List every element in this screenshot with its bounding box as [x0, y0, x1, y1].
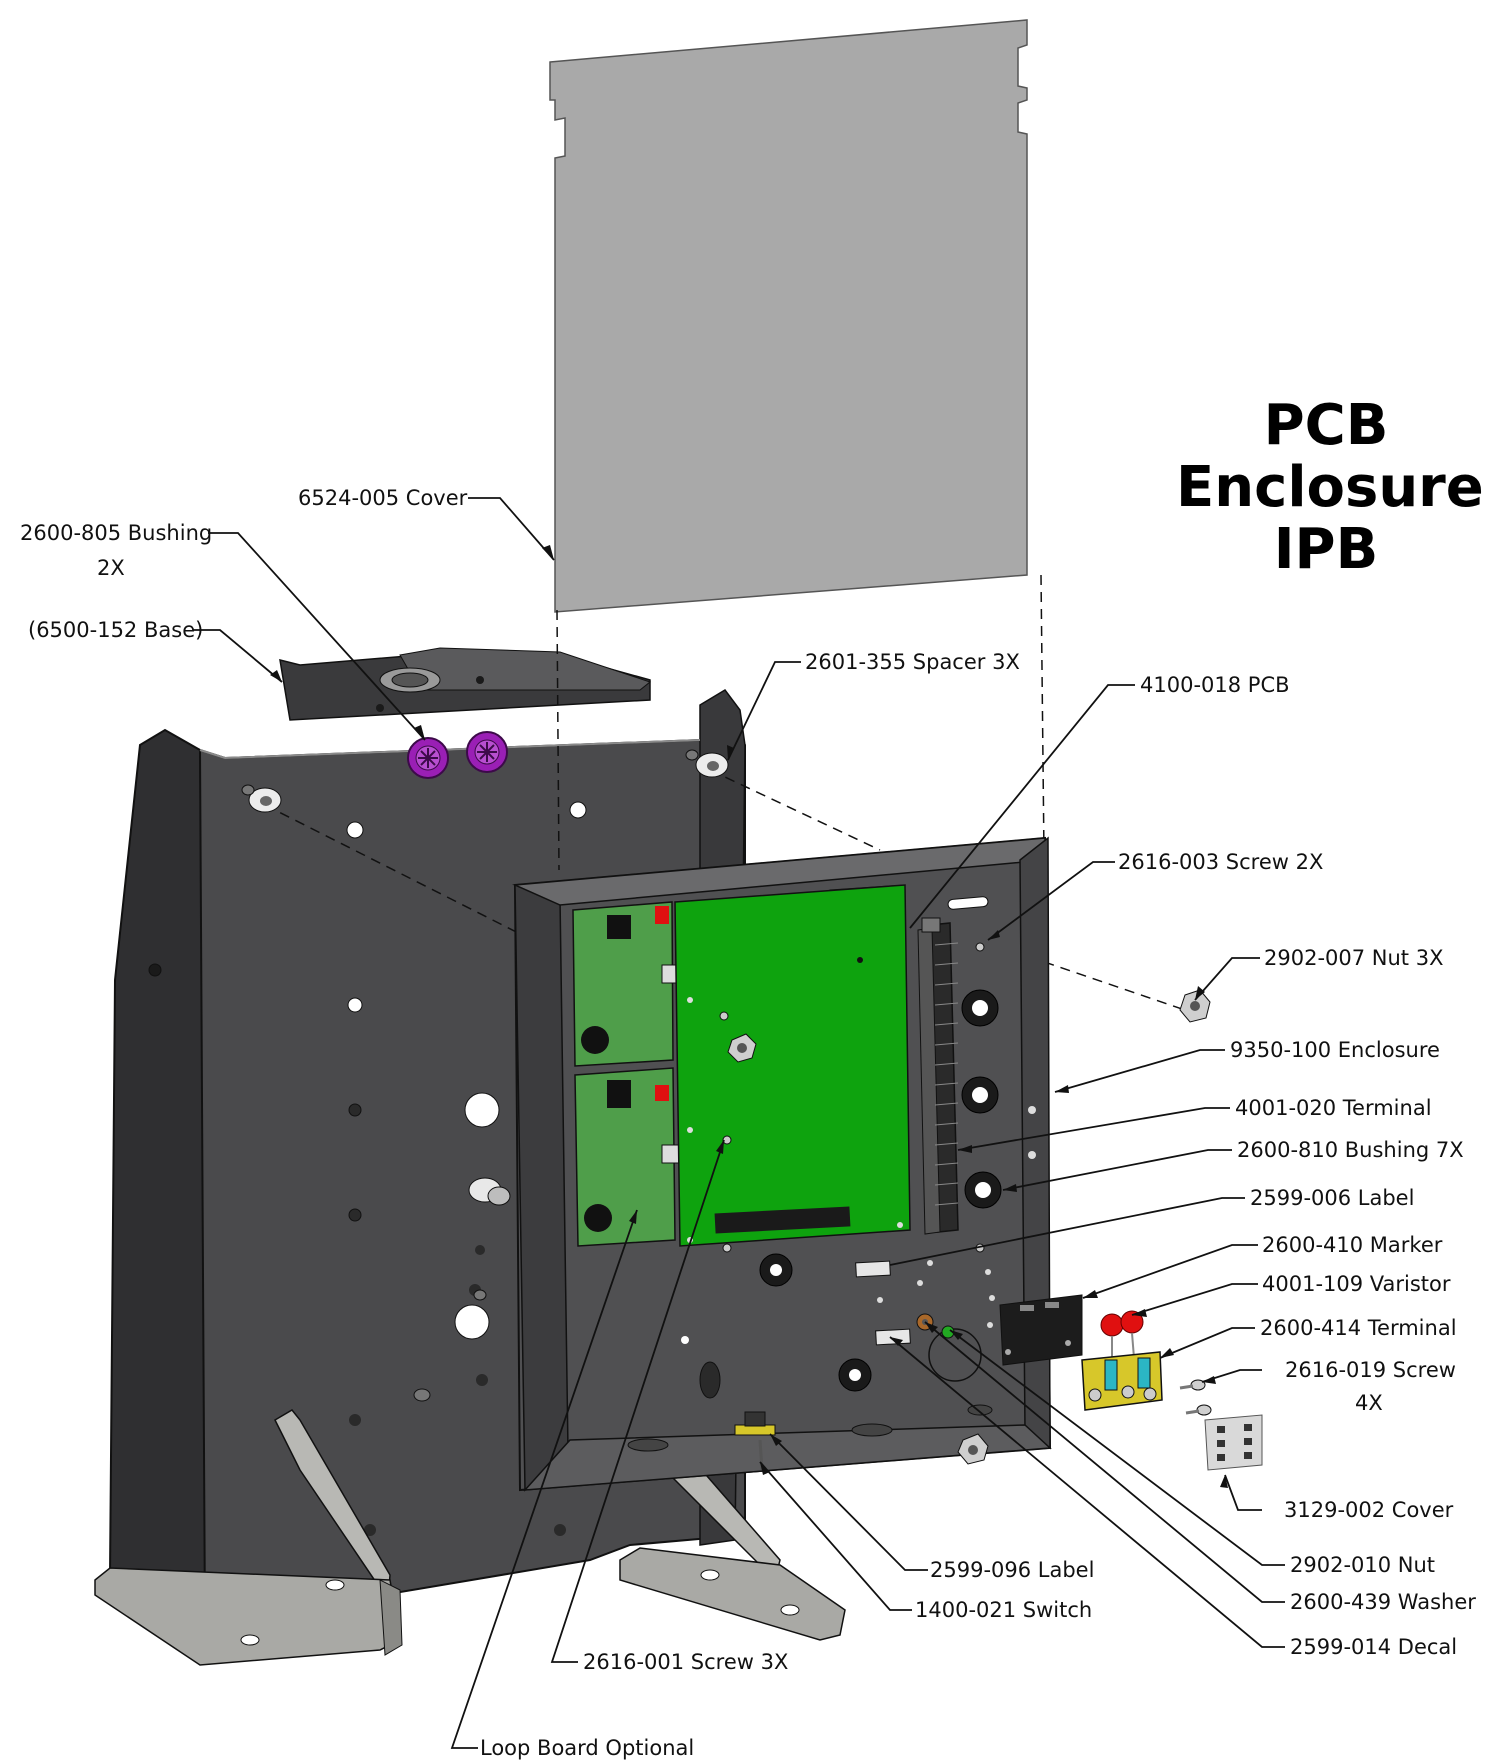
varistors-4001-109 [1100, 1310, 1144, 1359]
callout-screw-2616-019: 2616-019 Screw [1285, 1358, 1456, 1382]
bushings-2600-805 [407, 731, 508, 779]
cover-3129-002 [1204, 1414, 1263, 1471]
callout-screw-2616-019-qty: 4X [1355, 1391, 1383, 1415]
spacers-2601-355 [241, 749, 729, 813]
callout-decal-2599-014: 2599-014 Decal [1290, 1635, 1458, 1659]
callout-label-2599-006: 2599-006 Label [1250, 1186, 1415, 1210]
callout-nut-2902-010: 2902-010 Nut [1290, 1553, 1436, 1577]
callout-label-2599-096: 2599-096 Label [930, 1558, 1095, 1582]
callout-screw-2616-003: 2616-003 Screw 2X [1118, 850, 1324, 874]
callout-bushing-2600-805-qty: 2X [97, 556, 125, 580]
terminal-block-2600-414 [1081, 1351, 1163, 1411]
diagram-title: PCB Enclosure IPB [1176, 393, 1484, 582]
callout-base-6500-152: (6500-152 Base) [28, 618, 204, 642]
callout-spacer-2601-355: 2601-355 Spacer 3X [805, 650, 1020, 674]
callout-screw-2616-001: 2616-001 Screw 3X [583, 1650, 789, 1674]
callout-bushing-2600-805: 2600-805 Bushing [20, 521, 213, 545]
callout-nut-2902-007: 2902-007 Nut 3X [1264, 946, 1444, 970]
callout-loop-board-optional: Loop Board Optional [480, 1736, 695, 1760]
title-line-2: Enclosure [1176, 455, 1484, 520]
callout-enclosure-9350-100: 9350-100 Enclosure [1230, 1038, 1440, 1062]
title-line-3: IPB [1273, 517, 1379, 582]
nuts-2902 [957, 989, 1211, 1465]
callout-marker-2600-410: 2600-410 Marker [1262, 1233, 1443, 1257]
callout-washer-2600-439: 2600-439 Washer [1290, 1590, 1476, 1614]
callout-cover-6524-005: 6524-005 Cover [298, 486, 468, 510]
marker-2600-410 [999, 1294, 1083, 1366]
callout-cover-3129-002: 3129-002 Cover [1284, 1498, 1454, 1522]
screws-2616 [719, 942, 985, 1253]
bushings-2600-810 [759, 989, 1002, 1392]
callout-terminal-2600-414: 2600-414 Terminal [1260, 1316, 1457, 1340]
pcb-4100-018 [674, 884, 911, 1247]
callout-varistor-4001-109: 4001-109 Varistor [1262, 1272, 1451, 1296]
callout-switch-1400-021: 1400-021 Switch [915, 1598, 1093, 1622]
switch-1400-021 [734, 1411, 776, 1471]
terminal-strip-4001-020 [917, 917, 959, 1235]
loop-boards [572, 901, 691, 1247]
leader-arrows [270, 545, 1228, 1488]
callout-bushing-2600-810: 2600-810 Bushing 7X [1237, 1138, 1464, 1162]
callout-terminal-4001-020: 4001-020 Terminal [1235, 1096, 1432, 1120]
title-line-1: PCB [1263, 393, 1389, 458]
callout-pcb-4100-018: 4100-018 PCB [1140, 673, 1290, 697]
cover-6524-005 [549, 19, 1028, 613]
screws-2616-019 [1179, 1379, 1212, 1416]
leader-lines [193, 497, 1285, 1749]
